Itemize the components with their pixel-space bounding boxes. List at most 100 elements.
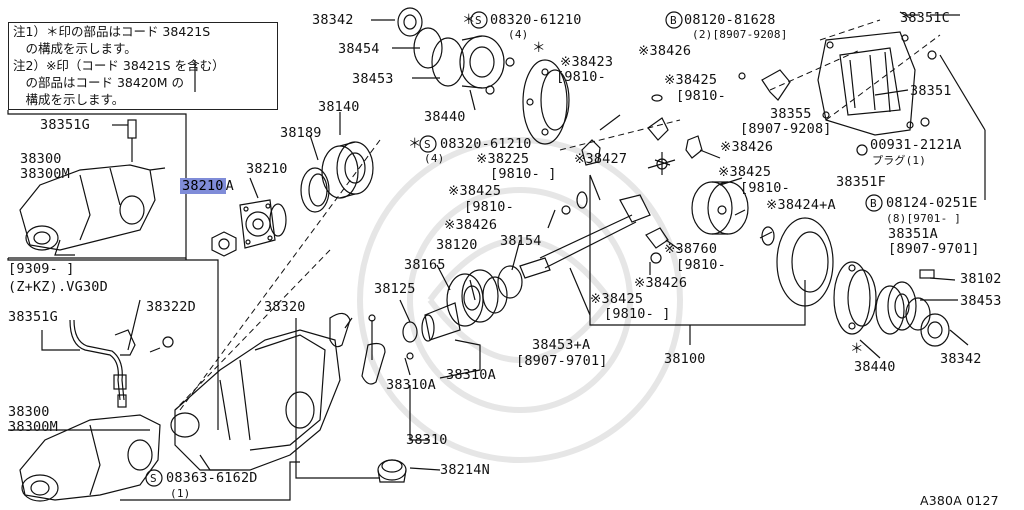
label-38210[interactable]: 38210 <box>246 161 288 177</box>
label-38310[interactable]: 38310 <box>406 432 448 448</box>
label-38342-right[interactable]: 38342 <box>940 351 982 367</box>
label-38165[interactable]: 38165 <box>404 257 446 273</box>
label-38351f[interactable]: 38351F <box>836 174 886 190</box>
spacer-38760 <box>691 181 749 235</box>
mount-brackets-38310 <box>329 312 414 385</box>
date-38423: [9810- <box>556 69 606 85</box>
inset-date-range: [9309- ] <box>8 261 75 277</box>
gear-carrier-38320 <box>170 329 341 471</box>
label-38425-b[interactable]: ※38425 <box>718 164 772 180</box>
label-38300-top[interactable]: 38300 <box>20 151 62 167</box>
label-38189[interactable]: 38189 <box>280 125 322 141</box>
label-38453-top[interactable]: 38453 <box>352 71 394 87</box>
shim-38424 <box>761 226 775 246</box>
date-38425-c: [9810- <box>464 199 514 215</box>
bearing-38140 <box>321 141 374 199</box>
date-38425-d: [9810- ] <box>604 306 671 322</box>
label-38100[interactable]: 38100 <box>664 351 706 367</box>
qty-08124: (8)[9701- ] <box>886 212 962 225</box>
label-08363[interactable]: 08363-6162D <box>166 470 258 486</box>
label-38310a-2[interactable]: 38310A <box>386 377 436 393</box>
label-38300m-top[interactable]: 38300M <box>20 166 70 182</box>
label-00931[interactable]: 00931-2121A <box>870 137 962 153</box>
label-38125[interactable]: 38125 <box>374 281 416 297</box>
date-38425-a: [9810- <box>676 88 726 104</box>
date-38453a: [8907-9701] <box>516 353 608 369</box>
label-38351a[interactable]: 38351A <box>888 226 938 242</box>
label-38423[interactable]: ※38423 <box>560 54 614 70</box>
label-38424[interactable]: ※38424+A <box>766 197 836 213</box>
label-38351g-bottom[interactable]: 38351G <box>8 309 58 325</box>
note-line-2: の構成を示します。 <box>13 41 137 56</box>
ring-gear <box>776 217 834 307</box>
circle-s-a: S <box>475 14 482 27</box>
label-38760[interactable]: ※38760 <box>664 241 718 257</box>
label-38300m-bottom[interactable]: 38300M <box>8 419 58 435</box>
mount-38214N <box>377 459 407 483</box>
circle-b-b: B <box>870 197 877 210</box>
label-38453-right[interactable]: 38453 <box>960 293 1002 309</box>
highlighted-part-suffix[interactable]: A <box>225 178 234 194</box>
seal-38189 <box>300 167 330 213</box>
flange-38210A <box>239 199 287 249</box>
circle-s-b: S <box>424 138 431 151</box>
bolt-08120 <box>738 72 746 80</box>
circle-s-c: S <box>150 472 157 485</box>
label-38426-d[interactable]: ※38426 <box>634 275 688 291</box>
date-38760: [9810- <box>676 257 726 273</box>
label-38154[interactable]: 38154 <box>500 233 542 249</box>
mark-star-c: ＊ <box>408 136 422 152</box>
side-bearing-top <box>397 7 505 95</box>
qty-08320-b: (4) <box>424 152 445 165</box>
label-38351c[interactable]: 38351C <box>900 10 950 26</box>
mark-star-b: ＊ <box>532 40 546 56</box>
label-38454[interactable]: 38454 <box>338 41 380 57</box>
figure-id: A380A 0127 <box>920 493 999 508</box>
label-38453a[interactable]: 38453+A <box>532 337 591 353</box>
label-38310a-1[interactable]: 38310A <box>446 367 496 383</box>
qty-08320-a: (4) <box>508 28 529 41</box>
label-08120[interactable]: 08120-81628 <box>684 12 776 28</box>
spider-gears <box>561 94 703 264</box>
label-38342-top[interactable]: 38342 <box>312 12 354 28</box>
label-38355[interactable]: 38355 <box>770 106 812 122</box>
label-38320[interactable]: 38320 <box>264 299 306 315</box>
label-08320-a[interactable]: 08320-61210 <box>490 12 582 28</box>
notes-box: 注1）＊印の部品はコード 38421S の構成を示します。 注2）※印（コード … <box>8 22 278 110</box>
label-38120[interactable]: 38120 <box>436 237 478 253</box>
qty-08363: (1) <box>170 487 191 500</box>
date-38355: [8907-9208] <box>740 121 832 137</box>
inset-bottom-housing <box>19 319 174 502</box>
label-38440-top[interactable]: 38440 <box>424 109 466 125</box>
nut-38210 <box>211 231 237 257</box>
sub-00931: プラグ(1) <box>872 154 927 167</box>
label-38426-a[interactable]: ※38426 <box>638 43 692 59</box>
label-38440-right[interactable]: 38440 <box>854 359 896 375</box>
bracket-38355 <box>761 69 791 101</box>
label-38427[interactable]: ※38427 <box>574 151 628 167</box>
rear-cover-38351 <box>817 11 937 156</box>
label-08124[interactable]: 08124-0251E <box>886 195 978 211</box>
label-08320-b[interactable]: 08320-61210 <box>440 136 532 152</box>
label-38300-bottom[interactable]: 38300 <box>8 404 50 420</box>
label-38322d[interactable]: 38322D <box>146 299 196 315</box>
label-38425-c[interactable]: ※38425 <box>448 183 502 199</box>
note-line-3: 注2）※印（コード 38421S を含む） <box>13 58 225 73</box>
label-38214n[interactable]: 38214N <box>440 462 490 478</box>
label-38426-b[interactable]: ※38426 <box>720 139 774 155</box>
diff-case-right <box>833 261 950 347</box>
label-38426-c[interactable]: ※38426 <box>444 217 498 233</box>
label-38140[interactable]: 38140 <box>318 99 360 115</box>
label-38351g-top[interactable]: 38351G <box>40 117 90 133</box>
label-38425-a[interactable]: ※38425 <box>664 72 718 88</box>
label-38102[interactable]: 38102 <box>960 271 1002 287</box>
date-38351a: [8907-9701] <box>888 241 980 257</box>
label-38351[interactable]: 38351 <box>910 83 952 99</box>
highlighted-part-code[interactable]: 38210 <box>180 178 226 194</box>
label-38425-d[interactable]: ※38425 <box>590 291 644 307</box>
drive-pinion <box>519 194 651 279</box>
watermark-emblem <box>357 137 683 463</box>
label-38225[interactable]: ※38225 <box>476 151 530 167</box>
